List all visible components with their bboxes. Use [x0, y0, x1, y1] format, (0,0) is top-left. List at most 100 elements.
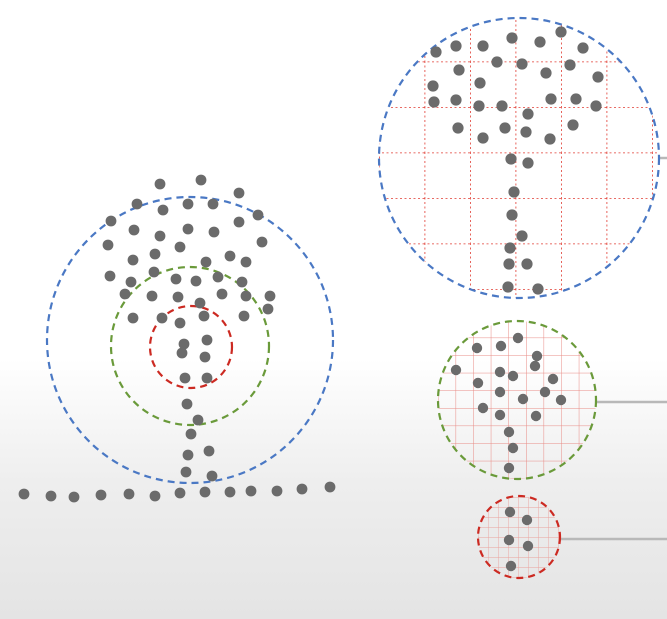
point [185, 428, 197, 440]
point [105, 215, 117, 227]
point [547, 373, 559, 385]
point [450, 40, 462, 52]
point [192, 414, 204, 426]
point [522, 540, 534, 552]
point [471, 342, 483, 354]
point [516, 58, 528, 70]
point [212, 271, 224, 283]
point [540, 67, 552, 79]
point [203, 445, 215, 457]
point [555, 394, 567, 406]
point [506, 209, 518, 221]
point [520, 126, 532, 138]
point [472, 377, 484, 389]
point [194, 297, 206, 309]
point [201, 334, 213, 346]
point [233, 216, 245, 228]
medium-zoom-circle [436, 319, 598, 481]
point [530, 410, 542, 422]
point [555, 26, 567, 38]
point [522, 157, 534, 169]
point [539, 386, 551, 398]
point [271, 485, 283, 497]
point [182, 449, 194, 461]
point [570, 93, 582, 105]
point [262, 303, 274, 315]
point [208, 226, 220, 238]
point [180, 466, 192, 478]
point [512, 332, 524, 344]
point [534, 36, 546, 48]
point [123, 488, 135, 500]
point [505, 560, 517, 572]
point [495, 340, 507, 352]
point [516, 230, 528, 242]
point [68, 491, 80, 503]
point [224, 250, 236, 262]
point [428, 96, 440, 108]
point [233, 187, 245, 199]
point [224, 486, 236, 498]
point [430, 46, 442, 58]
point [256, 236, 268, 248]
point [577, 42, 589, 54]
point [174, 487, 186, 499]
point [95, 489, 107, 501]
large-zoom-circle [377, 16, 661, 300]
point [182, 198, 194, 210]
point [477, 40, 489, 52]
point [201, 372, 213, 384]
point [131, 198, 143, 210]
point [238, 310, 250, 322]
point [199, 351, 211, 363]
point [45, 490, 57, 502]
point [517, 393, 529, 405]
point [181, 398, 193, 410]
point [453, 64, 465, 76]
point [473, 100, 485, 112]
point [125, 276, 137, 288]
point [127, 312, 139, 324]
point [592, 71, 604, 83]
point [252, 209, 264, 221]
point [504, 506, 516, 518]
point [590, 100, 602, 112]
point [127, 254, 139, 266]
point [119, 288, 131, 300]
point [545, 93, 557, 105]
point [507, 370, 519, 382]
small-zoom-circle [476, 494, 562, 580]
point [496, 100, 508, 112]
point [195, 174, 207, 186]
point [503, 462, 515, 474]
large-zoom-points [427, 26, 604, 295]
point [179, 372, 191, 384]
point [199, 486, 211, 498]
point [149, 248, 161, 260]
point [172, 291, 184, 303]
point [102, 239, 114, 251]
middle-radius-ring [109, 265, 271, 427]
point [190, 275, 202, 287]
point [245, 485, 257, 497]
point [146, 290, 158, 302]
point [156, 312, 168, 324]
point [450, 364, 462, 376]
point [154, 230, 166, 242]
point [564, 59, 576, 71]
point [206, 470, 218, 482]
point [207, 198, 219, 210]
point [521, 258, 533, 270]
point [494, 386, 506, 398]
point [182, 223, 194, 235]
point [200, 256, 212, 268]
point [508, 186, 520, 198]
point [450, 94, 462, 106]
point [494, 366, 506, 378]
medium-zoom-points [450, 332, 567, 474]
point [452, 122, 464, 134]
point [505, 153, 517, 165]
left-point-cloud [18, 174, 336, 503]
point [529, 360, 541, 372]
point [18, 488, 30, 500]
